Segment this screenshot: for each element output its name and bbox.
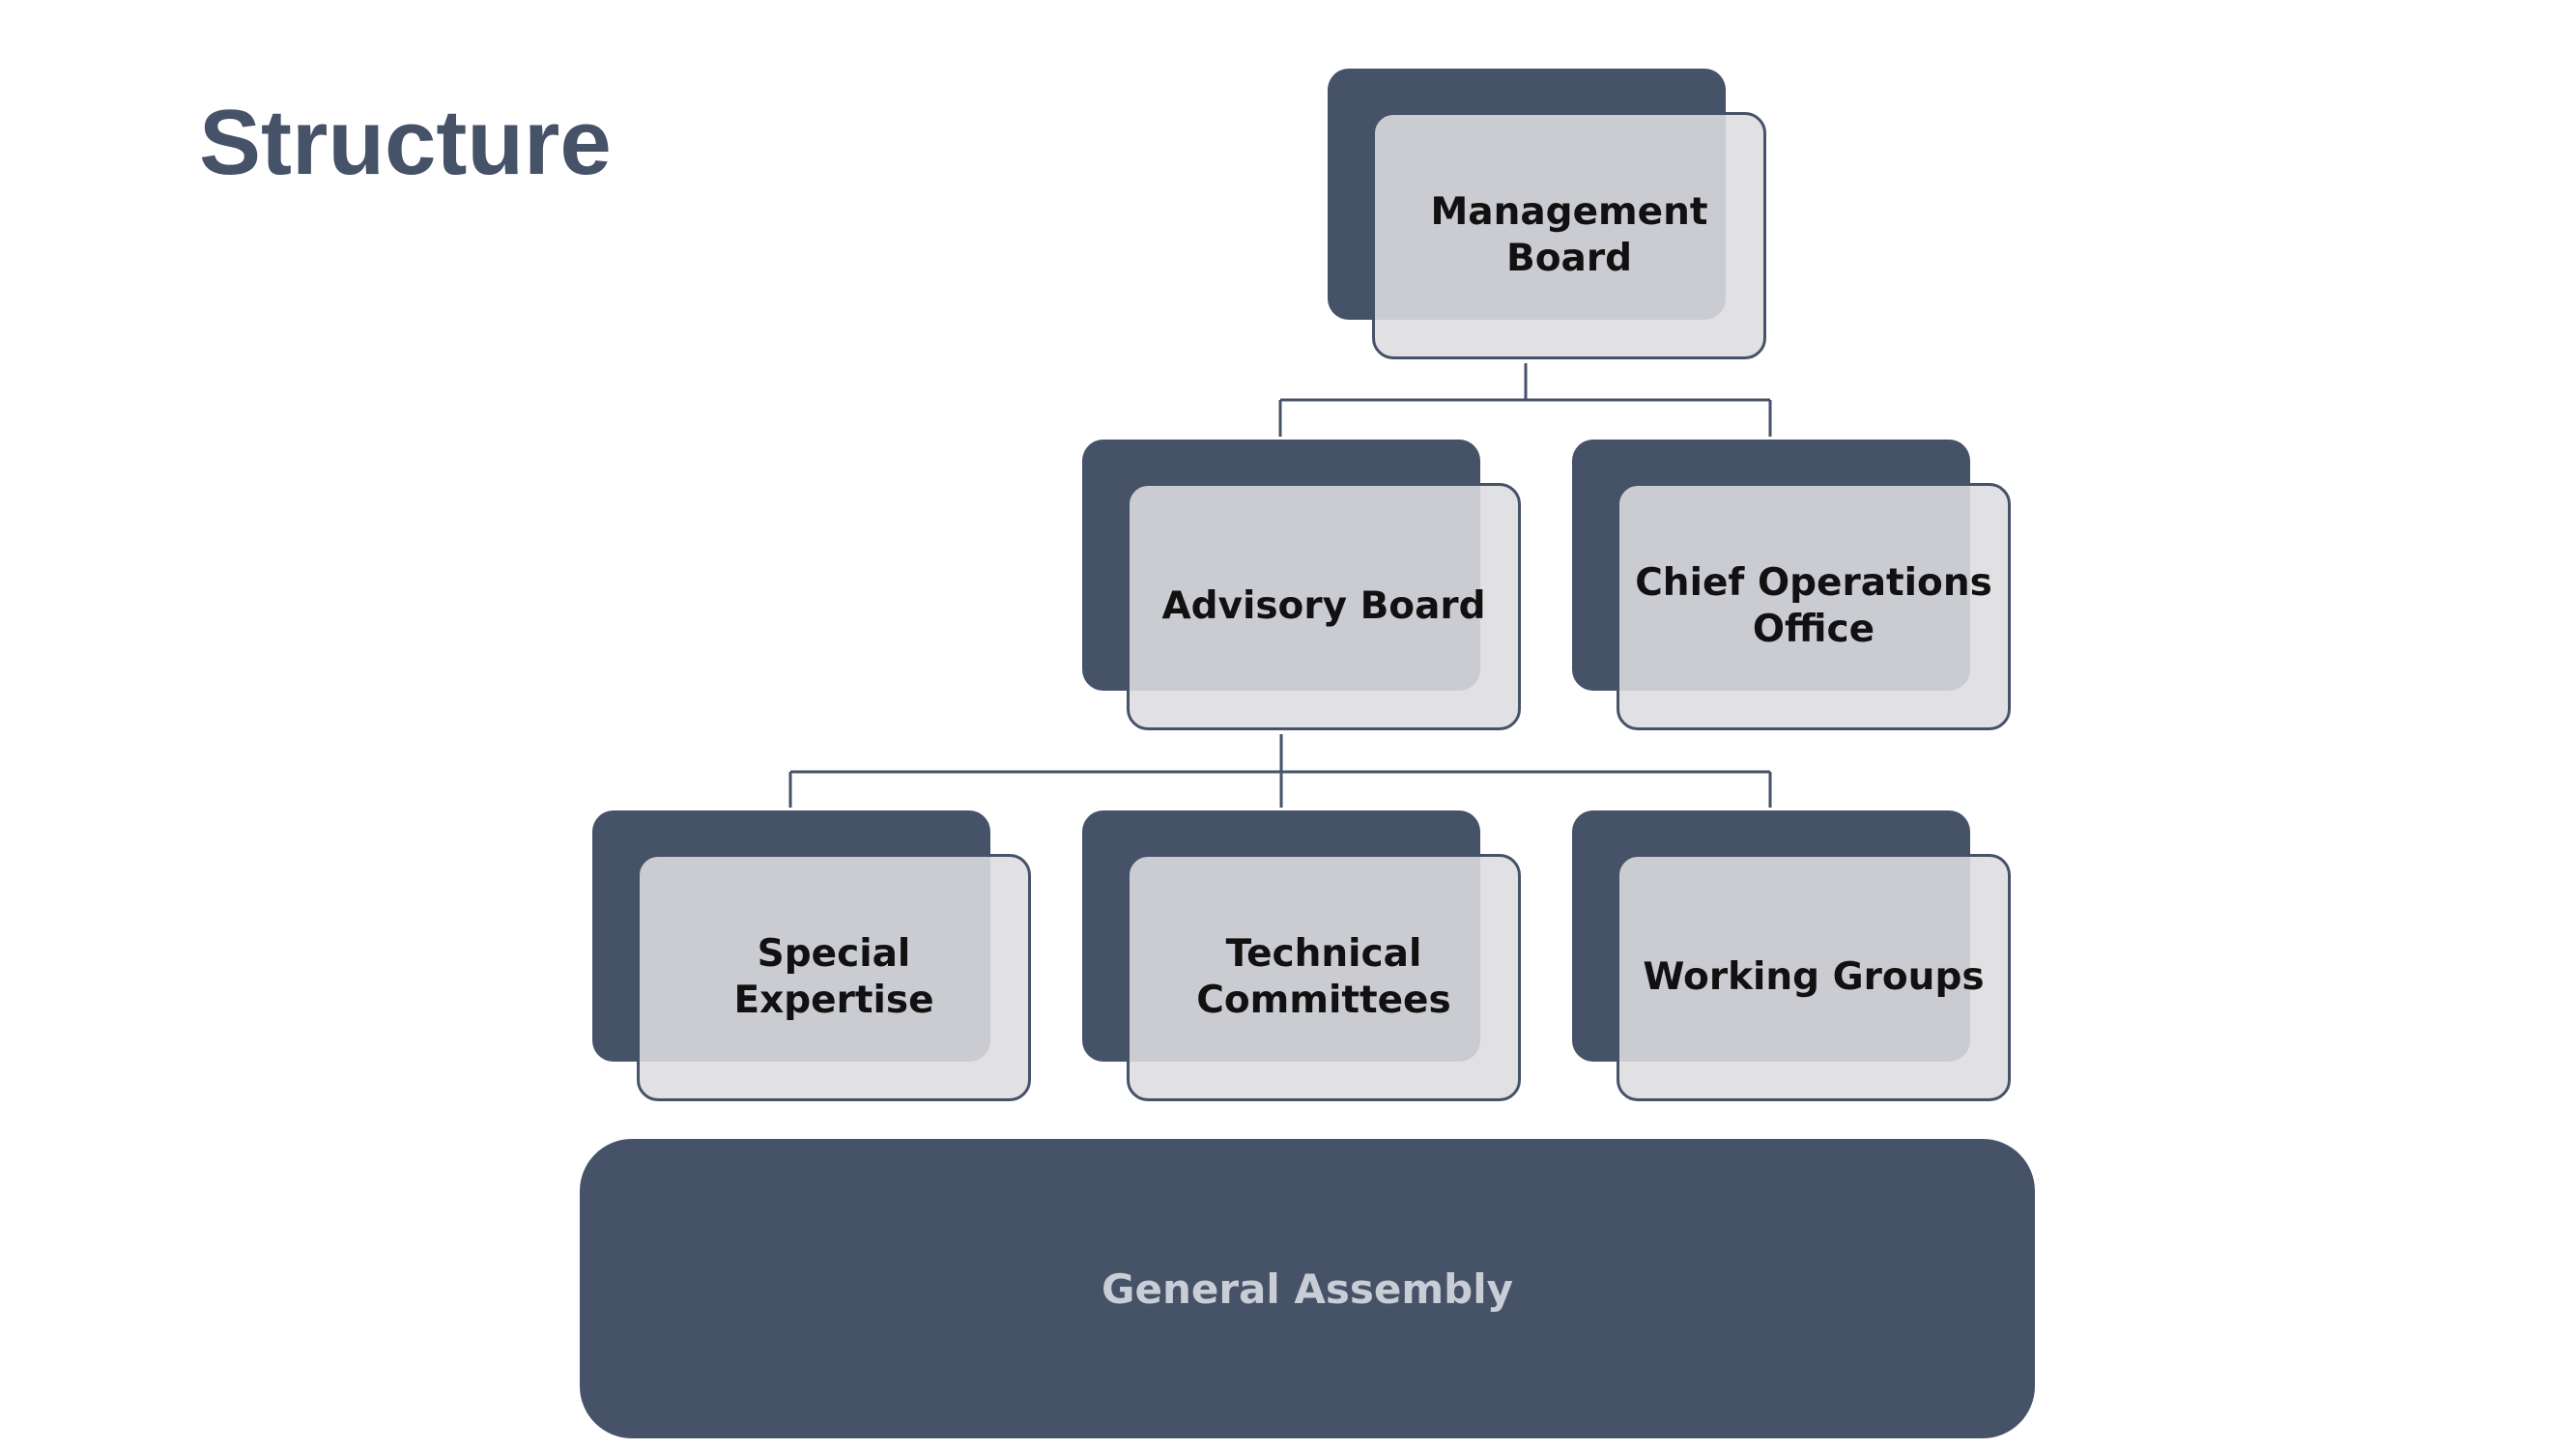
node-label: Management Board [1430, 190, 1708, 280]
node-special-expertise: Special Expertise [592, 810, 1035, 1105]
node-box: Advisory Board [1127, 483, 1521, 730]
connector-advisory-to-level3 [788, 734, 1772, 808]
node-label: Advisory Board [1161, 584, 1486, 628]
node-working-groups: Working Groups [1572, 810, 2015, 1105]
node-box: Working Groups [1617, 854, 2011, 1101]
node-box: Management Board [1372, 112, 1766, 359]
node-label: Working Groups [1643, 955, 1985, 999]
node-box: Special Expertise [637, 854, 1031, 1101]
node-box: Technical Committees [1127, 854, 1521, 1101]
node-label: Technical Committees [1196, 932, 1451, 1022]
general-assembly-label: General Assembly [1101, 1264, 1513, 1313]
general-assembly-bar: General Assembly [580, 1139, 2035, 1438]
page-title: Structure [199, 91, 612, 194]
node-technical-committees: Technical Committees [1082, 810, 1525, 1105]
node-chief-operations-office: Chief Operations Office [1572, 440, 2015, 734]
node-management-board: Management Board [1328, 69, 1770, 363]
node-box: Chief Operations Office [1617, 483, 2011, 730]
connector-management-to-level2 [1278, 363, 1772, 437]
node-label: Special Expertise [733, 932, 934, 1022]
node-label: Chief Operations Office [1635, 561, 1992, 651]
node-advisory-board: Advisory Board [1082, 440, 1525, 734]
